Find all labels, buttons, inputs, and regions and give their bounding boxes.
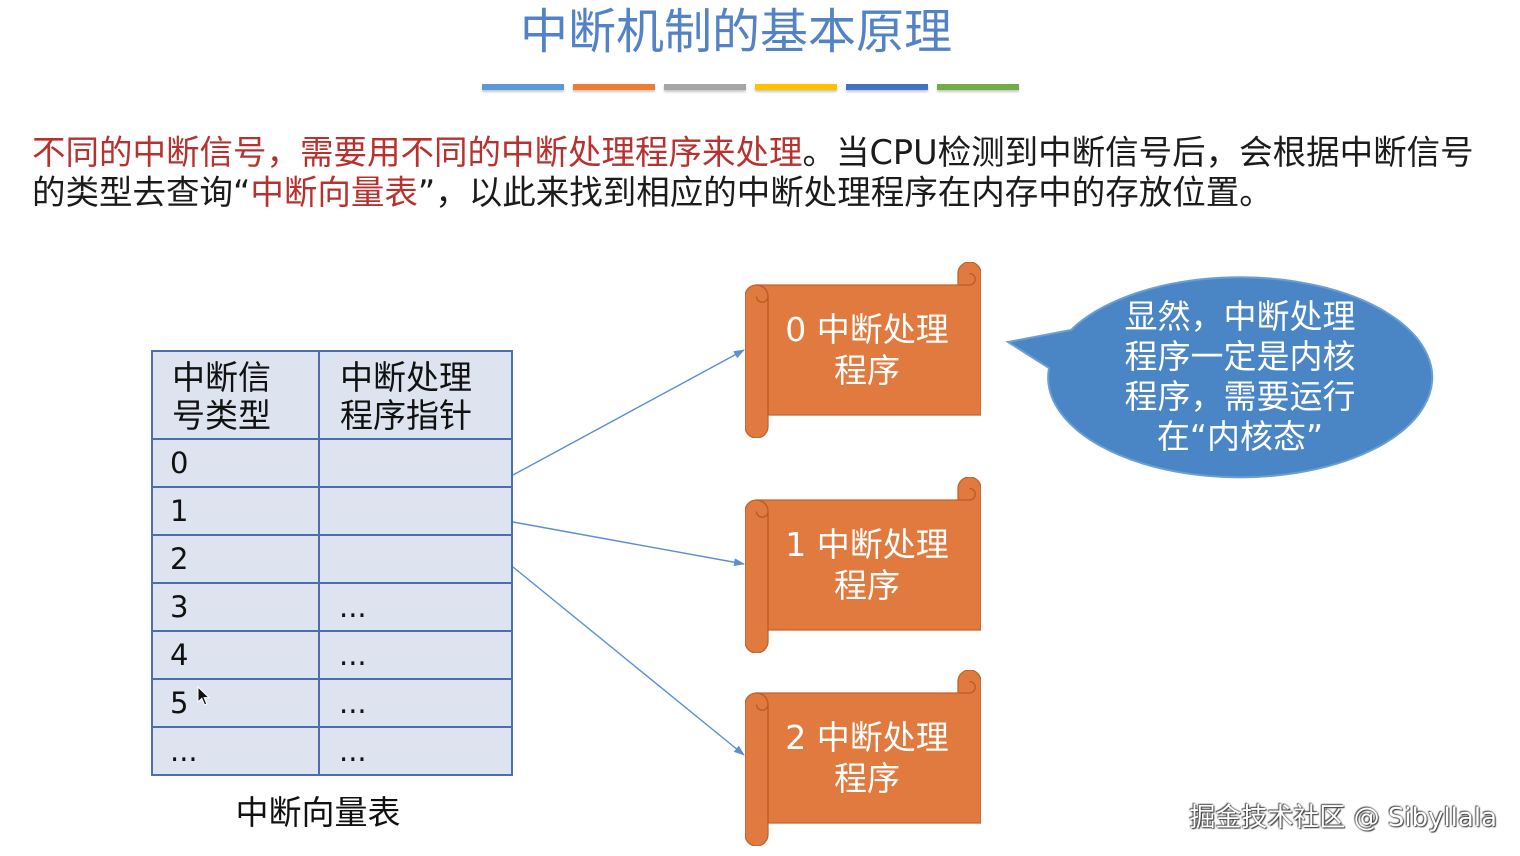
accent-bar bbox=[937, 84, 1019, 90]
callout-bubble bbox=[1005, 276, 1434, 479]
intro-segment: 的类型去查询“ bbox=[32, 173, 251, 212]
mouse-cursor-icon bbox=[197, 686, 211, 706]
handler-label: 2 中断处理 程序 bbox=[753, 693, 981, 823]
intro-line: 的类型去查询“中断向量表”，以此来找到相应的中断处理程序在内存中的存放位置。 bbox=[32, 173, 1474, 213]
scroll-shape bbox=[745, 262, 981, 438]
handler-label: 0 中断处理 程序 bbox=[753, 285, 981, 415]
table-cell-handler-pointer: ... bbox=[320, 678, 511, 726]
header-line: 程序指针 bbox=[340, 396, 472, 435]
table-cell-interrupt-type: 2 bbox=[153, 534, 320, 582]
intro-line: 不同的中断信号，需要用不同的中断处理程序来处理。当CPU检测到中断信号后，会根据… bbox=[32, 133, 1474, 173]
table-cell-handler-pointer: ... bbox=[320, 726, 511, 774]
title-accent-bars bbox=[482, 84, 1019, 90]
handler-label-line: 1 中断处理 bbox=[785, 525, 949, 564]
callout-line: 显然，中断处理 bbox=[1124, 297, 1356, 336]
scroll-shape bbox=[745, 670, 981, 846]
table-cell-interrupt-type: 0 bbox=[153, 438, 320, 486]
accent-bar bbox=[846, 84, 928, 90]
arrow-row-0-to-handler-0 bbox=[512, 349, 745, 476]
interrupt-vector-table: 中断信 号类型 中断处理 程序指针 0 1 2 3 ... 4 ... 5 ..… bbox=[151, 350, 513, 776]
intro-paragraph: 不同的中断信号，需要用不同的中断处理程序来处理。当CPU检测到中断信号后，会根据… bbox=[32, 133, 1474, 213]
callout-line: 在“内核态” bbox=[1156, 417, 1324, 456]
handler-scroll: 0 中断处理 程序 bbox=[745, 262, 981, 438]
table-cell-handler-pointer bbox=[320, 438, 511, 486]
handler-scroll: 1 中断处理 程序 bbox=[745, 477, 981, 653]
table-cell-interrupt-type: 1 bbox=[153, 486, 320, 534]
intro-segment: 中断向量表 bbox=[250, 173, 418, 212]
handler-label-line: 2 中断处理 bbox=[785, 718, 949, 757]
handler-label-line: 程序 bbox=[834, 759, 900, 798]
arrow-row-1-to-handler-1 bbox=[512, 521, 745, 567]
intro-segment: ”，以此来找到相应的中断处理程序在内存中的存放位置。 bbox=[417, 173, 1273, 212]
handler-label: 1 中断处理 程序 bbox=[753, 500, 981, 630]
accent-bar bbox=[573, 84, 655, 90]
table-cell-handler-pointer bbox=[320, 486, 511, 534]
header-line: 号类型 bbox=[172, 396, 271, 435]
table-cell-handler-pointer: ... bbox=[320, 630, 511, 678]
handler-label-line: 程序 bbox=[834, 566, 900, 605]
handler-label-line: 0 中断处理 bbox=[785, 310, 949, 349]
handler-label-line: 程序 bbox=[834, 351, 900, 390]
table-header-interrupt-type: 中断信 号类型 bbox=[153, 352, 320, 438]
accent-bar bbox=[755, 84, 837, 90]
accent-bar bbox=[664, 84, 746, 90]
header-line: 中断处理 bbox=[340, 358, 472, 397]
table-header-handler-pointer: 中断处理 程序指针 bbox=[320, 352, 511, 438]
header-line: 中断信 bbox=[172, 358, 271, 397]
table-cell-interrupt-type: 4 bbox=[153, 630, 320, 678]
table-cell-handler-pointer bbox=[320, 534, 511, 582]
table-caption: 中断向量表 bbox=[235, 793, 401, 832]
callout-line: 程序一定是内核 bbox=[1124, 337, 1356, 376]
accent-bar bbox=[482, 84, 564, 90]
table-cell-handler-pointer: ... bbox=[320, 582, 511, 630]
table-cell-interrupt-type: 5 bbox=[153, 678, 320, 726]
callout-text: 显然，中断处理 程序一定是内核 程序，需要运行 在“内核态” bbox=[1048, 297, 1432, 457]
table-cell-interrupt-type: ... bbox=[153, 726, 320, 774]
source-watermark: 掘金技术社区 @ Sibyllala bbox=[1189, 803, 1497, 833]
handler-scroll: 2 中断处理 程序 bbox=[745, 670, 981, 846]
arrow-row-2-to-handler-2 bbox=[512, 566, 745, 756]
table-cell-interrupt-type: 3 bbox=[153, 582, 320, 630]
scroll-shape bbox=[745, 477, 981, 653]
slide-title: 中断机制的基本原理 bbox=[519, 4, 952, 60]
intro-segment: 。当CPU检测到中断信号后，会根据中断信号 bbox=[802, 133, 1474, 172]
callout-line: 程序，需要运行 bbox=[1124, 377, 1356, 416]
intro-segment: 不同的中断信号，需要用不同的中断处理程序来处理 bbox=[32, 133, 803, 172]
